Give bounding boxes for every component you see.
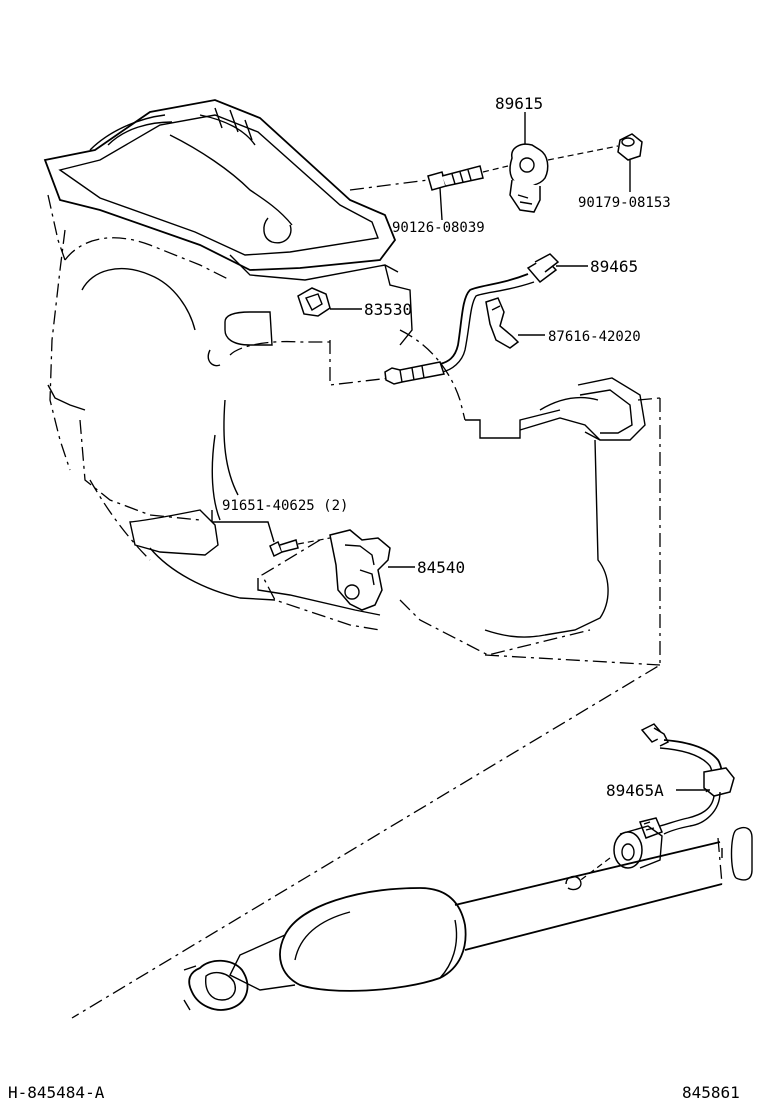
callout-frame <box>71 398 661 1019</box>
nss-bolt-dashline <box>297 537 331 545</box>
knock-sensor[interactable] <box>509 143 549 213</box>
label-91651-40625: 91651-40625 (2) <box>222 498 348 514</box>
callout-frame-left <box>484 654 661 666</box>
leader-90126 <box>439 187 443 221</box>
knock-sensor-bolt[interactable] <box>427 165 484 191</box>
label-84540: 84540 <box>417 558 465 577</box>
label-90179-08153: 90179-08153 <box>578 195 671 211</box>
label-90126-08039: 90126-08039 <box>392 220 485 236</box>
rear-oxygen-sensor[interactable] <box>639 723 735 839</box>
boss-dashline <box>577 857 611 883</box>
label-89465A: 89465A <box>606 781 664 800</box>
oxygen-sensor[interactable] <box>384 253 560 385</box>
label-87616-42020: 87616-42020 <box>548 329 641 345</box>
illustration-code: H-845484-A <box>8 1083 105 1102</box>
label-83530: 83530 <box>364 300 412 319</box>
sensor-boss <box>613 825 663 869</box>
neutral-start-switch[interactable] <box>329 529 391 611</box>
exhaust-pipe <box>183 826 753 1011</box>
knock-sensor-nut[interactable] <box>617 133 643 161</box>
nut-dashline <box>547 145 619 161</box>
oxygen-sensor-clamp[interactable] <box>485 297 520 349</box>
engine-illustration <box>43 99 646 656</box>
oil-pressure-switch[interactable] <box>297 287 331 317</box>
label-89615: 89615 <box>495 94 543 113</box>
leader-91651 <box>211 510 275 543</box>
bolt-to-sensor <box>482 165 509 173</box>
page-code: 845861 <box>682 1083 740 1102</box>
label-89465: 89465 <box>590 257 638 276</box>
callout-frame-top <box>637 397 661 401</box>
neutral-start-switch-bolt[interactable] <box>269 539 299 558</box>
bolt-dashline <box>349 179 429 191</box>
